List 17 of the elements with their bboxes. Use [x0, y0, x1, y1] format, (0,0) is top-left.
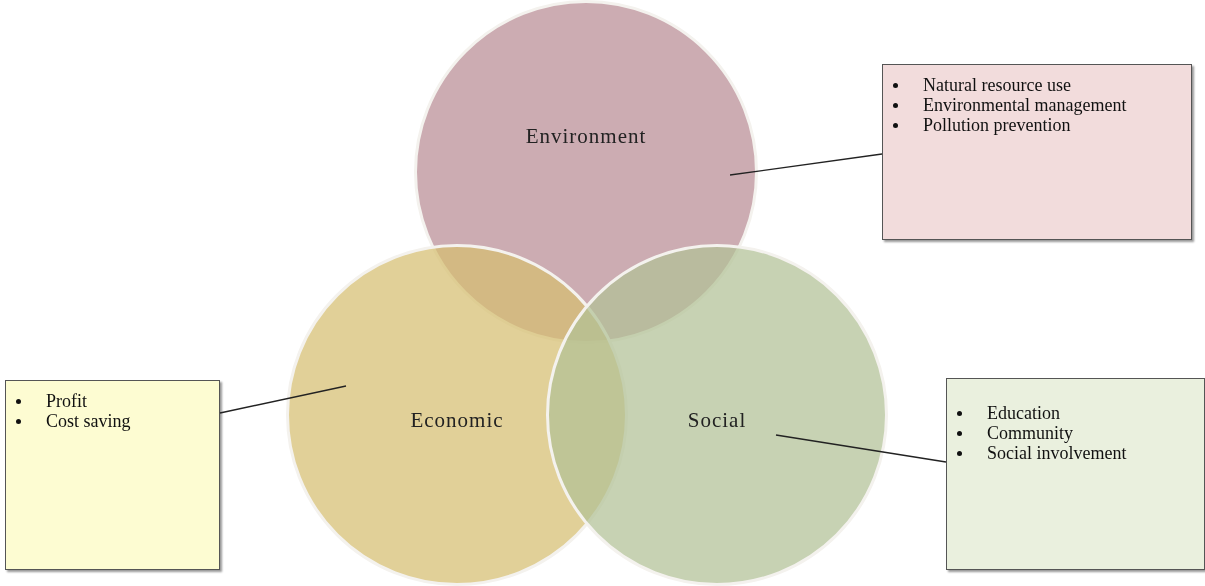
callout-box [5, 380, 220, 570]
circle-label: Economic [410, 408, 504, 433]
bullet-item: Natural resource use [923, 75, 1071, 95]
leader-line [219, 385, 347, 414]
circle-label: Environment [525, 123, 647, 148]
leader-line [775, 434, 947, 463]
bullet-item: Pollution prevention [923, 115, 1071, 135]
bullet-item: Environmental management [923, 95, 1127, 115]
bullet-item: Profit [46, 391, 87, 411]
callout-box [882, 64, 1192, 240]
bullet-item: Social involvement [987, 443, 1127, 463]
leader-line [729, 153, 883, 176]
bullet-item: Education [987, 403, 1060, 423]
circle-label: Social [687, 408, 747, 433]
callout-box [946, 378, 1205, 570]
bullet-item: Cost saving [46, 411, 131, 431]
bullet-item: Community [987, 423, 1073, 443]
